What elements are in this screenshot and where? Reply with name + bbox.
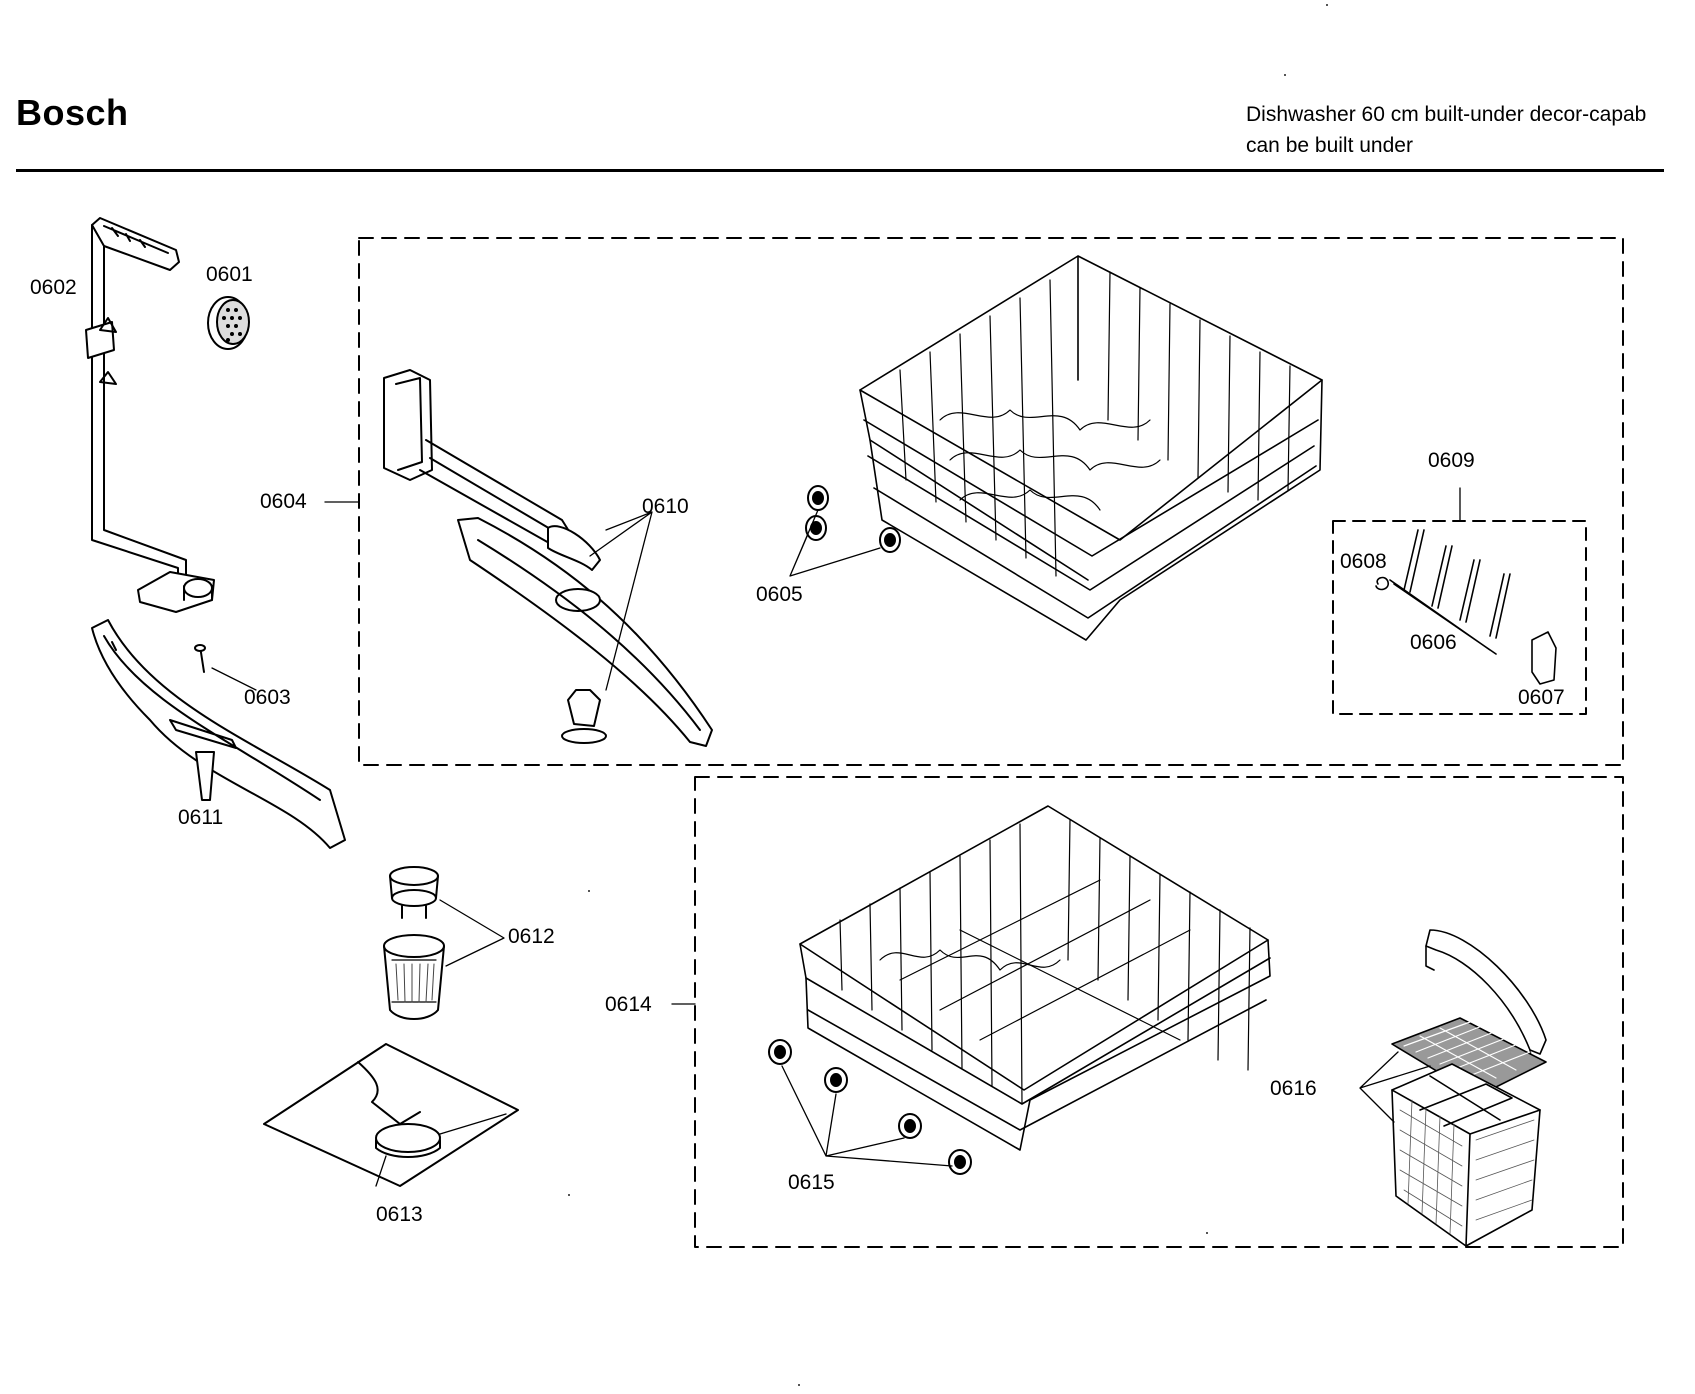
cup-shelf-drawing [1375,529,1557,685]
part-label-0611: 0611 [178,806,224,829]
lower-rack-group-box [694,776,1624,1248]
part-label-0606: 0606 [1410,631,1457,654]
upper-basket-drawing [859,255,1323,641]
model-line-2: can be built under [1246,134,1413,157]
scan-dot [588,890,590,892]
part-label-0604: 0604 [260,490,307,513]
cutlery-basket-drawing [1391,929,1547,1247]
scan-dot [568,1194,570,1196]
part-label-0601: 0601 [206,263,253,286]
filter-drawing [383,866,445,1020]
lower-rack-wheel-drawings [768,1039,972,1175]
cutlery-rack-group-box [1332,520,1587,715]
scan-dot [798,1384,800,1386]
part-label-0616: 0616 [1270,1077,1317,1100]
part-label-0608: 0608 [1340,550,1387,573]
part-label-0610: 0610 [642,495,689,518]
nozzle-cap-drawing [207,296,250,350]
part-label-0605: 0605 [756,583,803,606]
scan-dot [1284,74,1286,76]
model-line-1: Dishwasher 60 cm built-under decor-capab [1246,103,1647,126]
part-label-0613: 0613 [376,1203,423,1226]
brand-title: Bosch [16,92,129,133]
part-label-0615: 0615 [788,1171,835,1194]
part-label-0614: 0614 [605,993,652,1016]
upper-spray-arm-drawing [383,369,713,747]
part-label-0603: 0603 [244,686,291,709]
model-description: Dishwasher 60 cm built-under decor-capab… [1246,99,1646,161]
screw-drawing [194,644,206,673]
part-label-0612: 0612 [508,925,555,948]
lower-basket-drawing [799,805,1271,1151]
lower-spray-arm-drawing [91,619,346,849]
supply-pipe-drawing [85,217,215,613]
rack-wheel-drawings [805,485,901,553]
scan-dot [1326,4,1328,6]
part-label-0602: 0602 [30,276,77,299]
part-label-0607: 0607 [1518,686,1565,709]
header-divider [16,169,1664,172]
scan-dot [1206,1232,1208,1234]
part-label-0609: 0609 [1428,449,1475,472]
microfilter-drawing [263,1043,519,1187]
